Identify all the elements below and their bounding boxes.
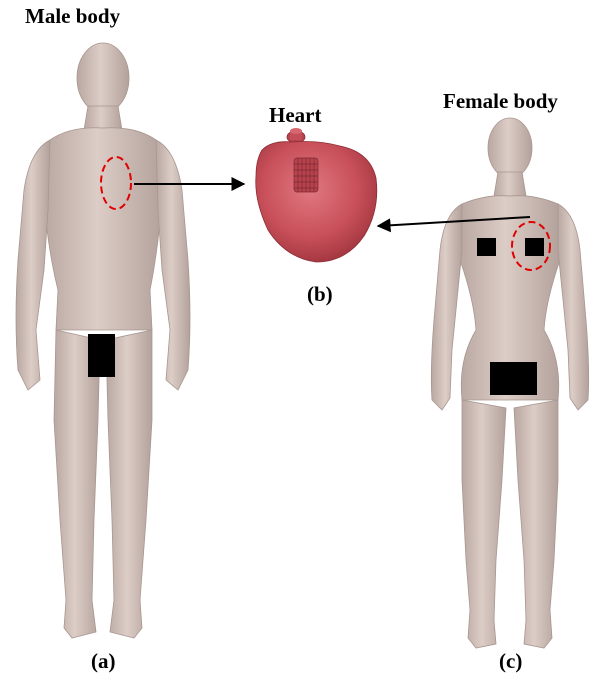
panel-label-c: (c) bbox=[499, 649, 522, 674]
panel-label-b: (b) bbox=[307, 282, 333, 307]
label-female-body: Female body bbox=[443, 89, 558, 114]
female-left-arm bbox=[431, 204, 462, 410]
label-heart: Heart bbox=[269, 103, 321, 128]
female-censor-bar-lower bbox=[490, 362, 537, 395]
male-censor-bar bbox=[88, 334, 115, 377]
male-head bbox=[77, 43, 129, 113]
female-head bbox=[488, 118, 532, 178]
female-left-leg bbox=[462, 400, 506, 648]
male-neck bbox=[84, 106, 122, 130]
male-left-arm bbox=[16, 140, 50, 390]
female-right-leg bbox=[514, 400, 558, 648]
female-censor-bar-left bbox=[477, 238, 496, 256]
heart-model bbox=[256, 128, 377, 262]
female-neck bbox=[494, 172, 526, 196]
female-censor-bar-right bbox=[525, 238, 544, 256]
male-right-arm bbox=[156, 140, 190, 390]
female-right-arm bbox=[558, 204, 589, 410]
male-torso bbox=[44, 128, 162, 330]
label-male-body: Male body bbox=[25, 4, 120, 29]
stent-icon bbox=[294, 158, 318, 192]
panel-label-a: (a) bbox=[91, 649, 116, 674]
